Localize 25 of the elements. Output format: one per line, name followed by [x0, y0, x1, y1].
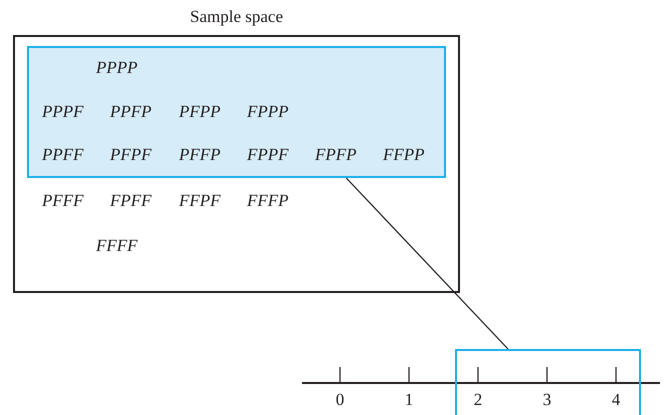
outcome-text: PFFF: [42, 191, 84, 211]
outcome-text: PPPF: [42, 102, 84, 122]
tick-label: 2: [474, 390, 482, 410]
outcome-text: FPPF: [247, 145, 289, 165]
outcome-text: PPFP: [110, 102, 152, 122]
outcome-text: FFPF: [179, 191, 221, 211]
tick-label: 4: [612, 390, 620, 410]
heading: Sample space: [190, 7, 283, 27]
outcome-text: PPFF: [42, 145, 84, 165]
outcome-text: PFPF: [110, 145, 152, 165]
outcome-text: FPFP: [315, 145, 357, 165]
outcome-text: PFPP: [179, 102, 221, 122]
event-box: [27, 46, 446, 178]
outcome-text: FFFF: [96, 236, 138, 256]
leader-line: [346, 178, 508, 350]
outcome-text: FPFF: [110, 191, 152, 211]
outcome-text: FFPP: [383, 145, 425, 165]
highlight-box: [455, 349, 641, 415]
tick-label: 1: [404, 390, 414, 410]
outcome-text: FFFP: [247, 191, 289, 211]
tick-label: 0: [336, 390, 344, 410]
tick-label: 3: [542, 390, 552, 410]
outcome-text: PFFP: [179, 145, 221, 165]
outcome-text: FPPP: [247, 102, 289, 122]
outcome-text: PPPP: [96, 58, 138, 78]
